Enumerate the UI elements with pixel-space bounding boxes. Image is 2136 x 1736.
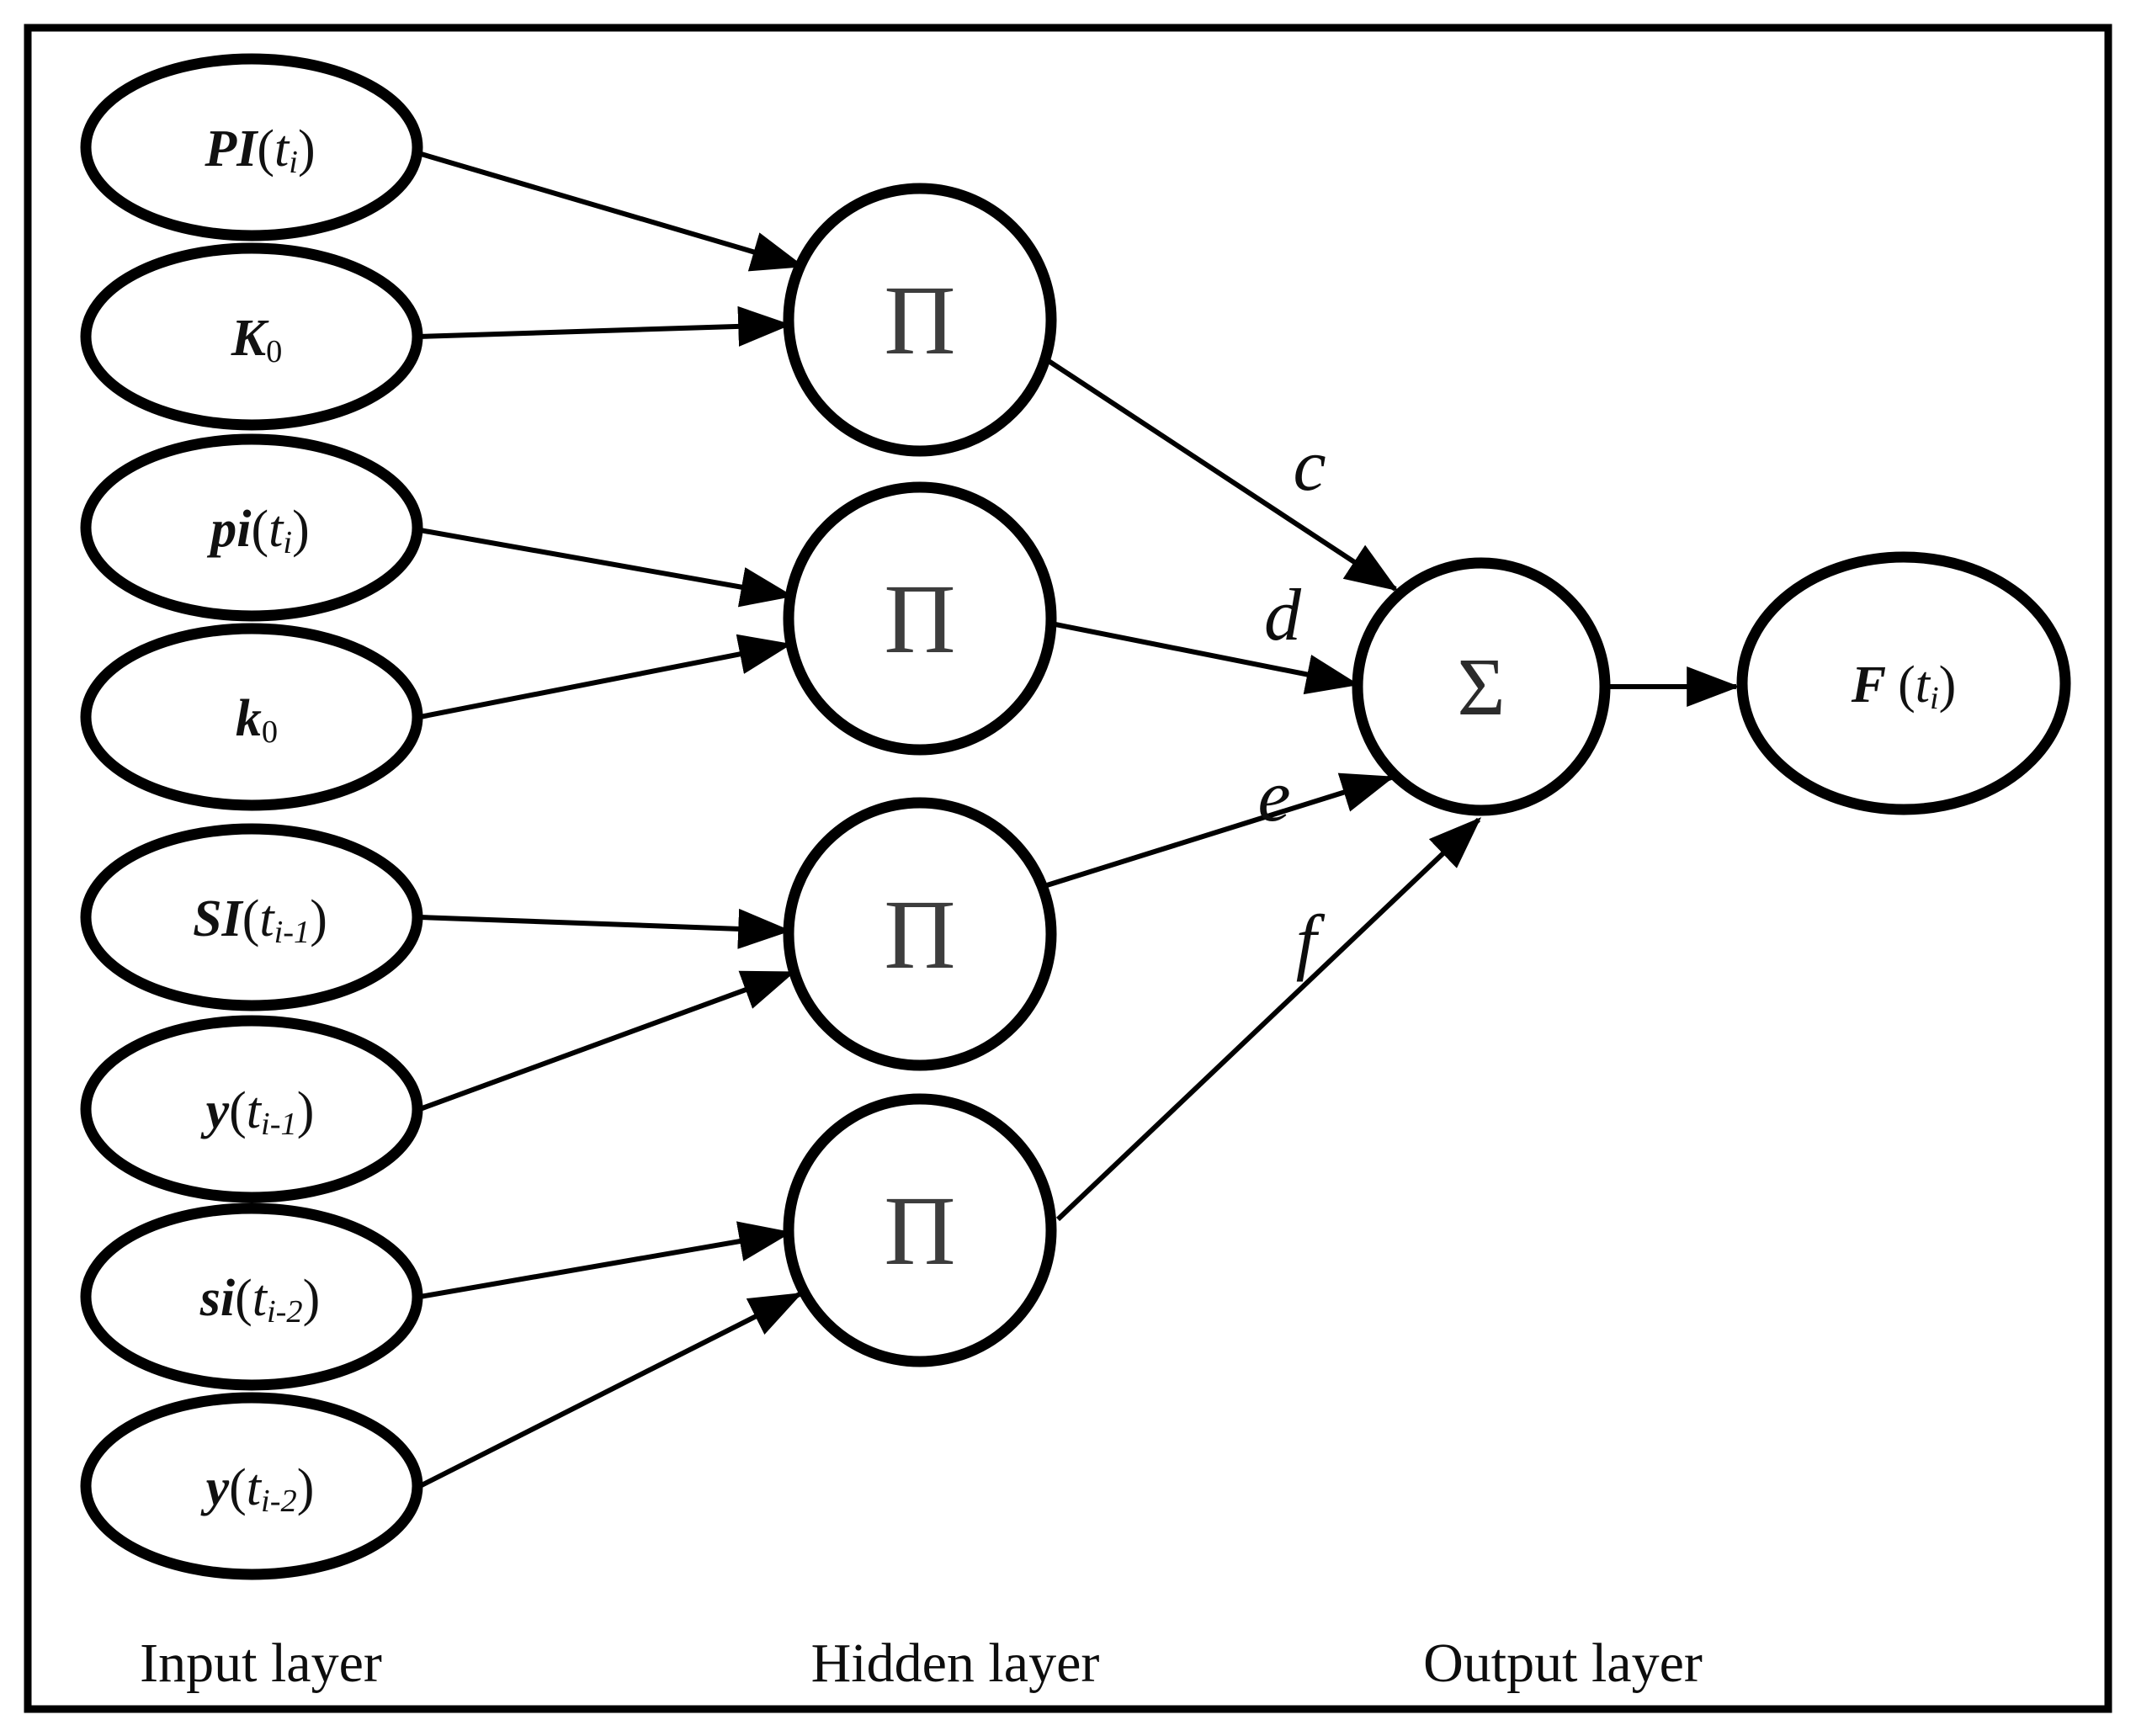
edge-pi-lower-ti-to-product-2 <box>419 528 794 608</box>
input-node-ellipse <box>80 1392 423 1580</box>
input-node-ellipse <box>80 53 423 242</box>
input-node-ellipse <box>80 433 423 622</box>
edge-y-ti-2-to-product-4 <box>418 1292 803 1489</box>
sum-node: Σ <box>1352 557 1611 816</box>
input-node-k-cap-0: K0 <box>80 242 423 431</box>
hidden-node-product-3: Π <box>783 797 1057 1071</box>
edge-si-ti-2-to-product-4 <box>419 1221 793 1299</box>
weight-label-c: c <box>1293 425 1326 507</box>
hidden-node-circle <box>783 183 1057 457</box>
edge-k0-lower-to-product-2 <box>419 634 793 719</box>
layer-caption-input: Input layer <box>140 1632 382 1694</box>
input-node-pi-lower-ti: pi(ti) <box>80 433 423 622</box>
figure-border <box>24 24 2112 1713</box>
hidden-node-product-1: Π <box>783 183 1057 457</box>
hidden-node-circle <box>783 1093 1057 1367</box>
input-node-k-lower-0: k0 <box>80 623 423 811</box>
input-node-ellipse <box>80 1202 423 1391</box>
input-node-label: y(ti-2) <box>200 1459 315 1519</box>
input-node-label: y(ti-1) <box>200 1082 315 1142</box>
output-node-f-ti: F(ti) <box>1736 551 2071 815</box>
input-node-label: K0 <box>231 310 283 369</box>
input-node-label: pi(ti) <box>206 501 309 560</box>
layer-caption-hidden: Hidden layer <box>811 1632 1100 1694</box>
output-node-ellipse <box>1736 551 2071 815</box>
input-node-si-lower-ti-2: si(ti-2) <box>80 1202 423 1391</box>
sum-symbol: Σ <box>1457 642 1505 733</box>
hidden-node-circle <box>783 481 1057 756</box>
input-node-ellipse <box>80 623 423 811</box>
edge-product-2-to-sum-weight-d <box>1050 621 1360 695</box>
edge-product-1-to-sum-weight-c <box>1044 357 1399 592</box>
product-symbol: Π <box>884 265 955 375</box>
edge-product-3-to-sum-weight-e <box>1046 772 1395 888</box>
input-node-label: si(ti-2) <box>199 1270 321 1330</box>
weight-label-e: e <box>1257 756 1290 837</box>
input-node-y-ti-2: y(ti-2) <box>80 1392 423 1580</box>
input-node-y-ti-1: y(ti-1) <box>80 1015 423 1203</box>
edge-product-4-to-sum-weight-f <box>1055 817 1482 1222</box>
input-node-ellipse <box>80 242 423 431</box>
edge-pi-ti-to-product-1 <box>417 151 805 272</box>
input-node-label: SI(ti-1) <box>193 890 327 950</box>
layer-caption-output: Output layer <box>1423 1632 1703 1694</box>
input-node-ellipse <box>80 823 423 1011</box>
hidden-node-circle <box>783 797 1057 1071</box>
sum-node-circle <box>1352 557 1611 816</box>
input-node-ellipse <box>80 1015 423 1203</box>
hidden-node-product-2: Π <box>783 481 1057 756</box>
product-symbol: Π <box>884 564 955 674</box>
input-node-label: PI(ti) <box>204 120 315 180</box>
product-symbol: Π <box>884 1176 955 1286</box>
edge-y-ti-1-to-product-3 <box>418 970 795 1112</box>
edge-k0-to-product-1 <box>417 305 792 347</box>
product-symbol: Π <box>884 879 955 990</box>
input-node-label: k0 <box>236 690 278 750</box>
hidden-node-product-4: Π <box>783 1093 1057 1367</box>
edge-si-ti-1-to-product-3 <box>419 908 792 949</box>
input-node-pi-upper-ti: PI(ti) <box>80 53 423 242</box>
weight-label-d: d <box>1264 575 1302 656</box>
output-node-label: F(ti) <box>1851 656 1957 716</box>
input-node-si-upper-ti-1: SI(ti-1) <box>80 823 423 1011</box>
